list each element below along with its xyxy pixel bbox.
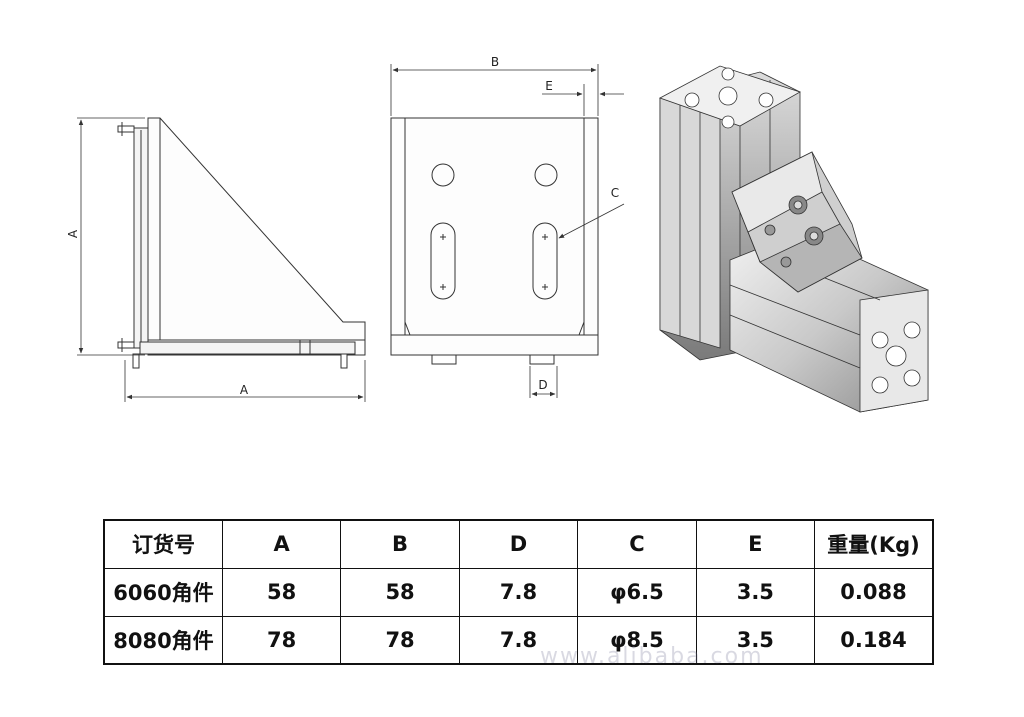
slot-left — [430, 222, 456, 300]
header-b: B — [340, 519, 460, 569]
cell-e: 3.5 — [695, 615, 816, 665]
dimension-c-label: C — [611, 186, 619, 200]
dimension-d-label: D — [538, 378, 547, 392]
dimension-a-vertical-label: A — [66, 229, 80, 238]
profile-3d-render — [659, 65, 929, 413]
dimension-b — [390, 64, 599, 116]
cell-weight: 0.088 — [814, 567, 934, 617]
watermark: www.alibaba.com — [540, 644, 764, 669]
dimension-a-vertical — [77, 117, 145, 356]
cell-a: 58 — [221, 567, 342, 617]
technical-drawing: A A B E — [66, 55, 929, 413]
cell-weight: 0.184 — [814, 615, 934, 665]
table-row: 8080角件 78 78 7.8 φ8.5 3.5 0.184 — [103, 615, 934, 665]
spec-table: 订货号 A B D C E 重量(Kg) 6060角件 58 58 7.8 φ6… — [103, 519, 934, 665]
cell-e: 3.5 — [695, 567, 816, 617]
header-weight: 重量(Kg) — [814, 519, 934, 569]
header-c: C — [577, 519, 697, 569]
dimension-a-horizontal-label: A — [240, 383, 249, 397]
table-row: 6060角件 58 58 7.8 φ6.5 3.5 0.088 — [103, 567, 934, 617]
cell-c: φ8.5 — [577, 615, 697, 665]
round-hole-left — [431, 163, 455, 187]
cell-d: 7.8 — [458, 567, 579, 617]
header-order-no: 订货号 — [103, 519, 223, 569]
cell-a: 78 — [221, 615, 342, 665]
dimension-a-horizontal — [124, 360, 366, 402]
side-view — [117, 117, 366, 369]
cell-order-no: 8080角件 — [103, 615, 223, 665]
cell-b: 78 — [340, 615, 460, 665]
table-header-row: 订货号 A B D C E 重量(Kg) — [103, 519, 934, 569]
dimension-b-label: B — [491, 55, 499, 69]
front-view — [390, 117, 599, 365]
header-a: A — [221, 519, 342, 569]
cell-order-no: 6060角件 — [103, 567, 223, 617]
round-hole-right — [534, 163, 558, 187]
cell-d: 7.8 — [458, 615, 579, 665]
cell-b: 58 — [340, 567, 460, 617]
dimension-c-leader — [558, 203, 625, 239]
dimension-e-label: E — [545, 79, 553, 93]
cell-c: φ6.5 — [577, 567, 697, 617]
dimension-e — [542, 84, 624, 116]
header-d: D — [458, 519, 579, 569]
header-e: E — [695, 519, 816, 569]
dimension-d — [529, 366, 558, 398]
slot-right — [532, 222, 558, 300]
